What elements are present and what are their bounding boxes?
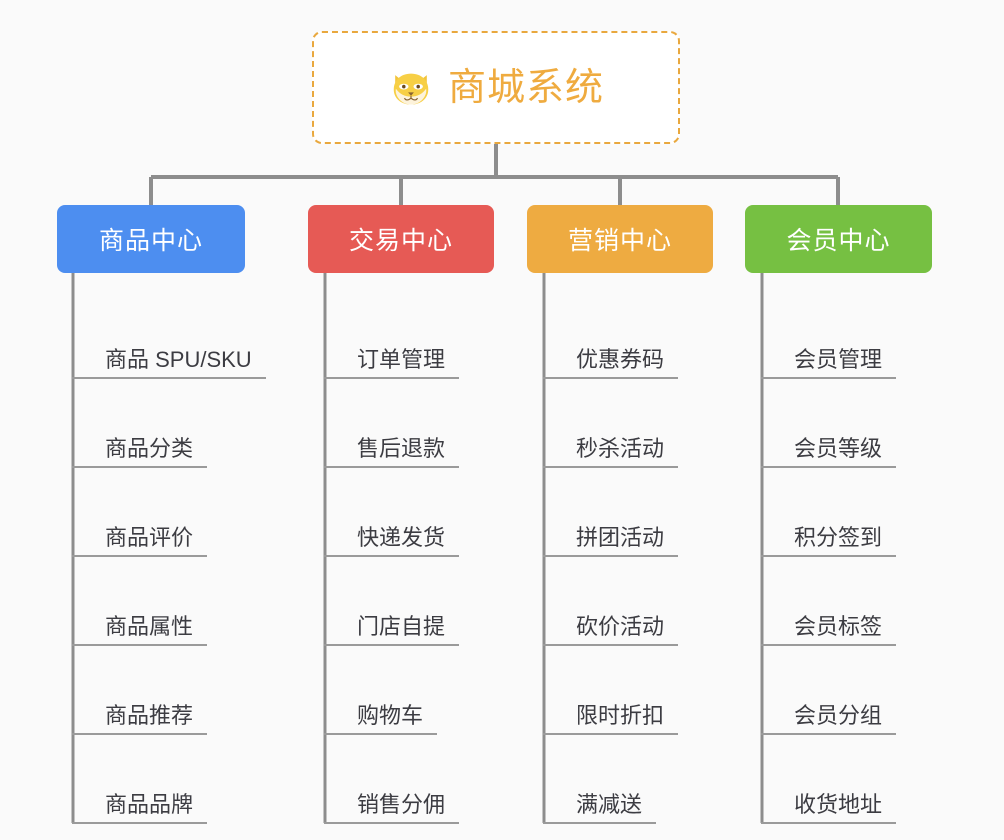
leaf-item-underline	[72, 822, 207, 824]
leaf-item-label: 售后退款	[357, 436, 446, 461]
leaf-item-label: 拼团活动	[576, 525, 665, 550]
leaf-item-underline	[324, 733, 437, 735]
leaf-item-label: 购物车	[357, 703, 424, 728]
leaf-item-label: 会员标签	[794, 614, 883, 639]
leaf-item-underline	[324, 822, 459, 824]
leaf-item-label: 商品属性	[105, 614, 194, 639]
leaf-item-underline	[324, 644, 459, 646]
leaf-item-label: 商品推荐	[105, 703, 194, 728]
leaf-item-label: 快递发货	[357, 525, 446, 550]
leaf-item-label: 会员管理	[794, 347, 883, 372]
shiba-dog-face-icon	[393, 73, 429, 105]
leaf-item-label: 积分签到	[794, 525, 883, 550]
leaf-item-label: 门店自提	[357, 614, 446, 639]
leaf-item-label: 秒杀活动	[576, 436, 665, 461]
leaf-item-label: 订单管理	[357, 347, 446, 372]
leaf-item-underline	[324, 466, 459, 468]
leaf-item-label: 满减送	[576, 792, 643, 817]
leaf-item-underline	[543, 733, 678, 735]
leaf-item-underline	[543, 822, 656, 824]
leaf-item-underline	[761, 377, 896, 379]
leaf-item-underline	[543, 644, 678, 646]
leaf-item-underline	[761, 555, 896, 557]
leaf-item-underline	[761, 733, 896, 735]
leaf-item-label: 优惠券码	[576, 347, 665, 372]
leaf-item-label: 砍价活动	[576, 614, 665, 639]
leaf-item-underline	[72, 733, 207, 735]
leaf-item-underline	[72, 377, 266, 379]
leaf-item-underline	[761, 644, 896, 646]
category-box-transaction[interactable]: 交易中心	[308, 205, 494, 273]
leaf-item-underline	[761, 466, 896, 468]
root-title: 商城系统	[447, 66, 604, 109]
leaf-item-underline	[324, 555, 459, 557]
leaf-item-label: 会员等级	[794, 436, 883, 461]
leaf-item-underline	[324, 377, 459, 379]
leaf-item-label: 商品评价	[105, 525, 194, 550]
leaf-item-underline	[72, 555, 207, 557]
leaf-item-label: 收货地址	[794, 792, 883, 817]
category-box-marketing[interactable]: 营销中心	[527, 205, 713, 273]
leaf-item-label: 商品分类	[105, 436, 194, 461]
leaf-item-underline	[72, 644, 207, 646]
leaf-item-label: 销售分佣	[357, 792, 446, 817]
leaf-item-label: 限时折扣	[576, 703, 665, 728]
leaf-item-label: 会员分组	[794, 703, 883, 728]
category-box-product[interactable]: 商品中心	[57, 205, 245, 273]
leaf-item-label: 商品 SPU/SKU	[105, 347, 252, 372]
leaf-item-underline	[761, 822, 896, 824]
leaf-item-label: 商品品牌	[105, 792, 194, 817]
leaf-item-underline	[72, 466, 207, 468]
root-node[interactable]: 商城系统	[312, 31, 680, 144]
category-box-member[interactable]: 会员中心	[745, 205, 932, 273]
leaf-item-underline	[543, 555, 678, 557]
leaf-item-underline	[543, 377, 678, 379]
leaf-item-underline	[543, 466, 678, 468]
